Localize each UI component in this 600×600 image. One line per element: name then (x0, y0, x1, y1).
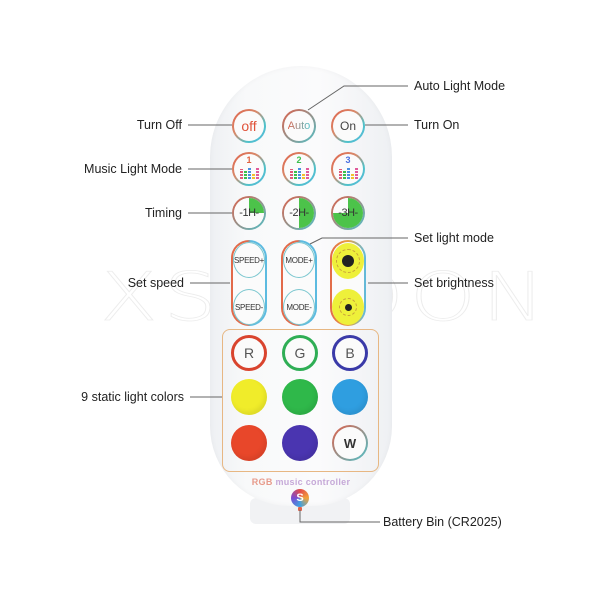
equalizer-icon (338, 165, 358, 179)
annotation-timing: Timing (144, 206, 182, 220)
turn-off-label: off (241, 118, 257, 134)
mode-down-button[interactable]: MODE- (283, 289, 315, 325)
brand-music-controller: music controller (272, 477, 351, 487)
mode-up-button[interactable]: MODE+ (283, 242, 315, 278)
color-label: B (345, 345, 355, 361)
timer-label: -3H- (338, 207, 358, 219)
timer-label: -2H- (289, 207, 309, 219)
music-mode-number: 2 (296, 155, 302, 165)
auto-label: Auto (287, 120, 311, 132)
turn-off-button[interactable]: off (232, 109, 266, 143)
annotation-auto-light-mode: Auto Light Mode (414, 79, 506, 93)
annotation-set-brightness: Set brightness (414, 276, 494, 290)
equalizer-icon (289, 165, 309, 179)
color-emerald-button[interactable] (282, 379, 318, 415)
color-green-button[interactable]: G (282, 335, 318, 371)
color-sky-blue-button[interactable] (332, 379, 368, 415)
timer-2h-button[interactable]: -2H- (282, 196, 316, 230)
color-red-button[interactable]: R (231, 335, 267, 371)
brightness-up-button[interactable] (332, 243, 364, 279)
color-orange-red-button[interactable] (231, 425, 267, 461)
color-white-button[interactable]: W (332, 425, 368, 461)
annotation-static-colors: 9 static light colors (81, 390, 184, 404)
speed-down-button[interactable]: SPEED- (233, 289, 265, 325)
mode-control: MODE+ MODE- (281, 240, 317, 326)
sun-large-icon (342, 255, 354, 267)
color-label: R (243, 345, 255, 361)
auto-mode-button[interactable]: Auto (282, 109, 316, 143)
timer-clock-icon (234, 198, 264, 228)
annotation-music-light-mode: Music Light Mode (84, 162, 182, 176)
music-mode-2-button[interactable]: 2 (282, 152, 316, 186)
timer-label: -1H- (239, 207, 259, 219)
timer-clock-icon (333, 198, 363, 228)
annotation-set-light-mode: Set light mode (414, 231, 494, 245)
equalizer-icon (239, 165, 259, 179)
color-blue-button[interactable]: B (332, 335, 368, 371)
brand-rgb: RGB (251, 477, 273, 487)
turn-on-label: On (339, 119, 356, 133)
music-mode-1-button[interactable]: 1 (232, 152, 266, 186)
music-mode-number: 1 (246, 155, 252, 165)
timer-3h-button[interactable]: -3H- (331, 196, 365, 230)
color-label: W (343, 435, 357, 451)
music-mode-3-button[interactable]: 3 (331, 152, 365, 186)
timer-1h-button[interactable]: -1H- (232, 196, 266, 230)
brightness-control (330, 240, 366, 326)
color-label: G (294, 345, 306, 361)
annotation-turn-off: Turn Off (136, 118, 182, 132)
logo-letter: S (296, 492, 304, 504)
annotation-turn-on: Turn On (414, 118, 460, 132)
color-yellow-button[interactable] (231, 379, 267, 415)
brand-text: RGB music controller (210, 477, 392, 487)
brightness-down-button[interactable] (332, 289, 364, 325)
speed-up-button[interactable]: SPEED+ (233, 242, 265, 278)
color-purple-button[interactable] (282, 425, 318, 461)
annotation-set-speed: Set speed (127, 276, 184, 290)
speed-control: SPEED+ SPEED- (231, 240, 267, 326)
sun-small-icon (344, 303, 352, 311)
annotation-battery-bin: Battery Bin (CR2025) (383, 515, 502, 529)
sun-rays-icon (339, 298, 357, 316)
timer-clock-icon (284, 198, 314, 228)
music-mode-number: 3 (345, 155, 351, 165)
sun-rays-icon (336, 249, 360, 273)
turn-on-button[interactable]: On (331, 109, 365, 143)
brand-logo-icon: S (291, 489, 309, 511)
static-color-panel (222, 329, 379, 472)
